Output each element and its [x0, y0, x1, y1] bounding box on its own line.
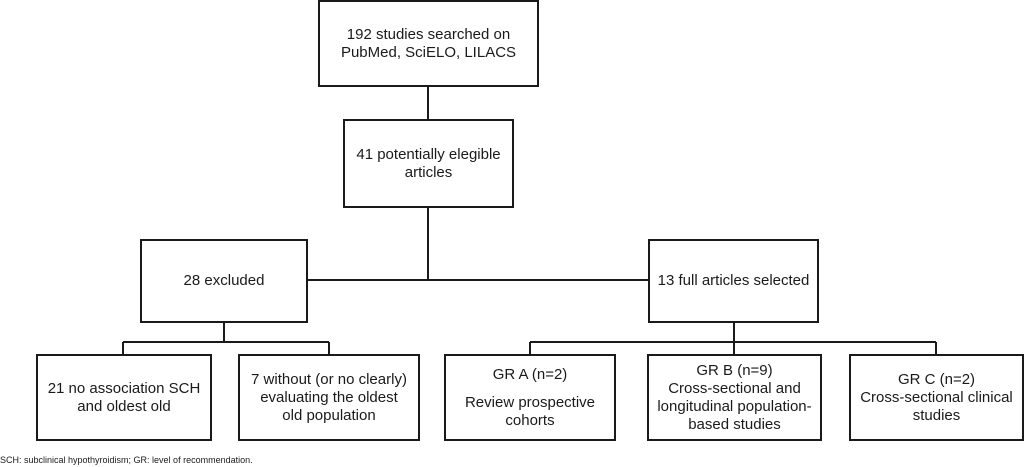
gr-b-line3: based studies	[688, 415, 781, 433]
eligible-box: 41 potentially elegible articles	[343, 119, 514, 208]
footnote: SCH: subclinical hypothyroidism; GR: lev…	[0, 455, 253, 465]
gr-b-box: GR B (n=9) Cross-sectional and longitudi…	[647, 354, 822, 441]
gr-a-line1: Review prospective	[464, 393, 596, 411]
gr-a-title: GR A (n=2)	[492, 365, 568, 383]
gr-b-line1: Cross-sectional and	[668, 379, 801, 397]
excluded-box: 28 excluded	[140, 239, 308, 323]
gr-c-title: GR C (n=2)	[897, 370, 976, 388]
without-evaluating-line2: evaluating the oldest	[260, 388, 398, 406]
selected-box: 13 full articles selected	[648, 239, 819, 323]
gr-b-line2: longitudinal population-	[657, 397, 812, 415]
gr-c-line1: Cross-sectional clinical	[860, 388, 1013, 406]
search-box-line1: 192 studies searched on	[346, 25, 511, 43]
without-evaluating-box: 7 without (or no clearly) evaluating the…	[238, 354, 420, 441]
eligible-box-line2: articles	[404, 163, 453, 181]
no-association-box: 21 no association SCH and oldest old	[36, 354, 212, 441]
without-evaluating-line1: 7 without (or no clearly)	[251, 370, 407, 388]
search-box: 192 studies searched on PubMed, SciELO, …	[318, 0, 539, 87]
gr-c-line2: studies	[912, 406, 961, 424]
without-evaluating-line3: old population	[282, 406, 376, 424]
gr-c-box: GR C (n=2) Cross-sectional clinical stud…	[849, 354, 1024, 441]
gr-a-box: GR A (n=2) Review prospective cohorts	[444, 354, 616, 441]
no-association-line2: and oldest old	[77, 397, 171, 415]
gr-a-line2: cohorts	[505, 411, 555, 429]
selected-box-label: 13 full articles selected	[657, 272, 810, 289]
search-box-line2: PubMed, SciELO, LILACS	[340, 43, 517, 61]
gr-b-title: GR B (n=9)	[696, 361, 773, 379]
excluded-box-label: 28 excluded	[183, 272, 265, 289]
eligible-box-line1: 41 potentially elegible	[356, 145, 501, 163]
no-association-line1: 21 no association SCH	[47, 379, 201, 397]
